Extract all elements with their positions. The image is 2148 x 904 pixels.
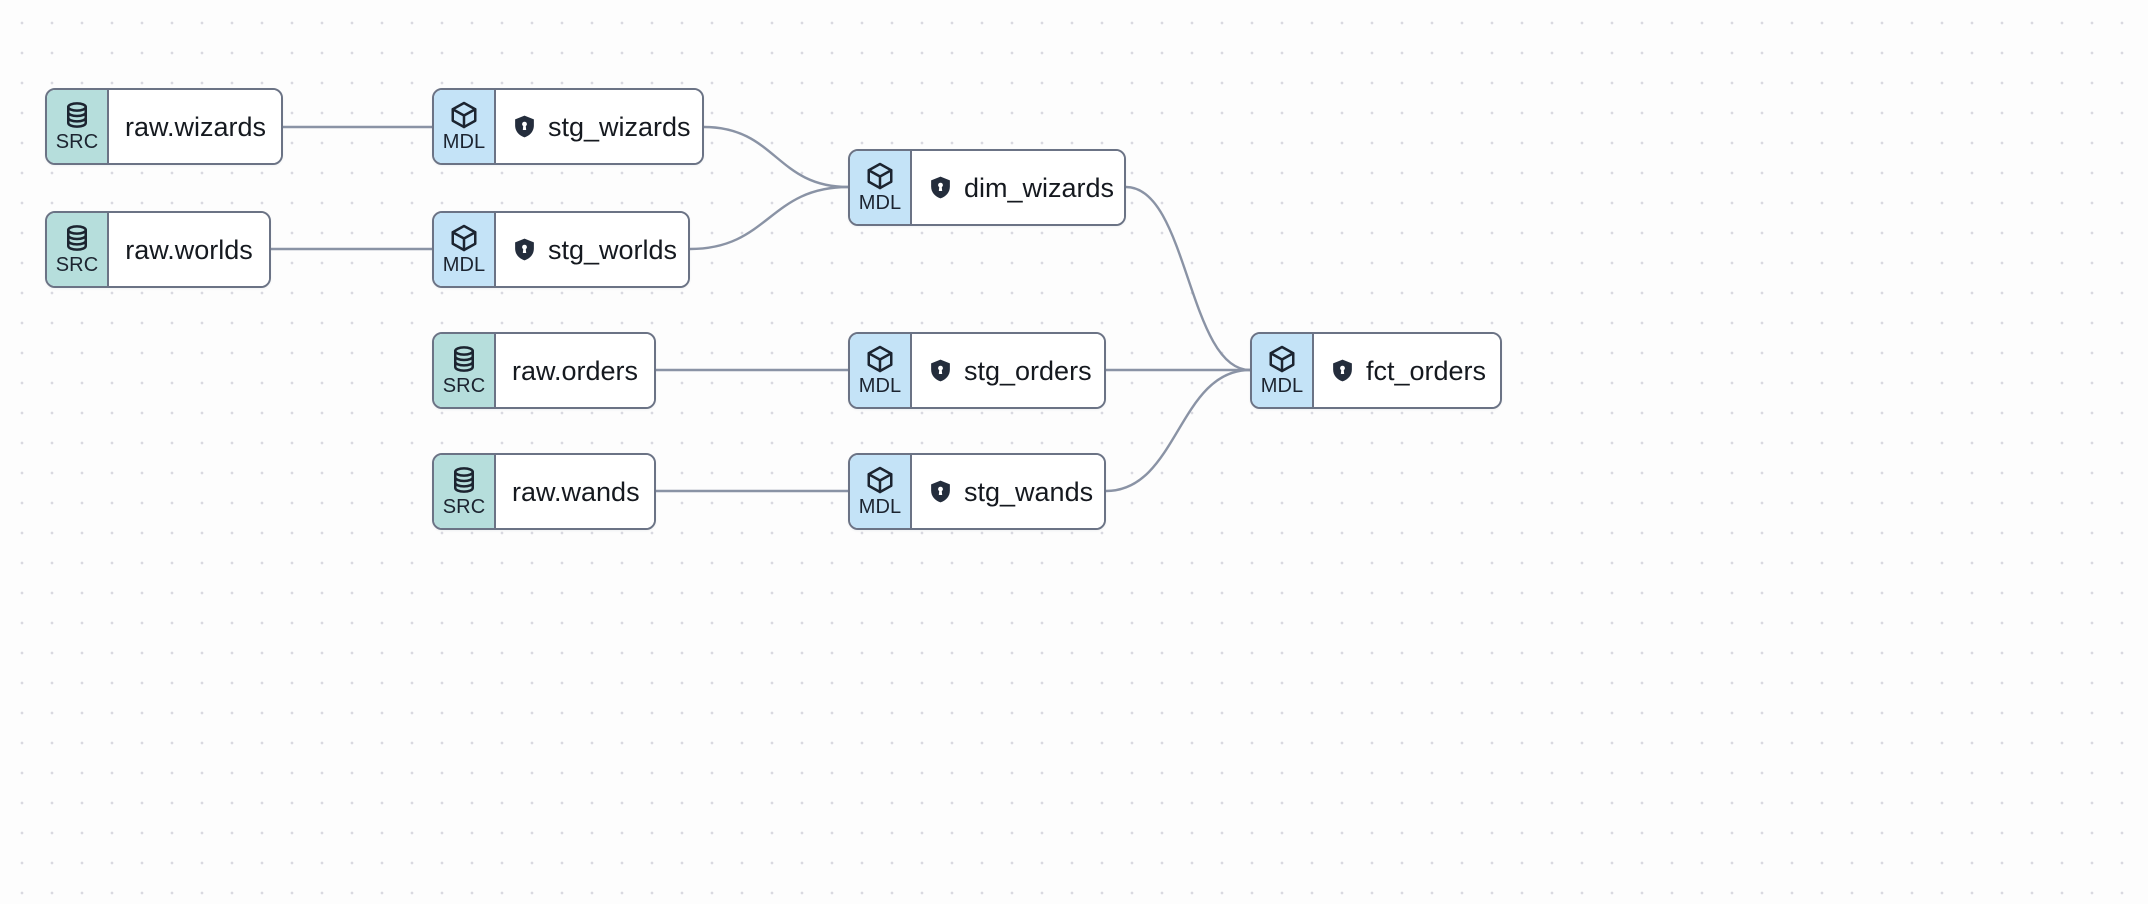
node-type-badge: SRC: [434, 334, 496, 407]
lineage-node-stg_worlds[interactable]: MDL stg_worlds: [432, 211, 690, 288]
node-body: raw.wands: [496, 455, 654, 528]
lineage-node-dim_wizards[interactable]: MDL dim_wizards: [848, 149, 1126, 226]
node-label: raw.wizards: [125, 111, 267, 142]
node-type-badge: SRC: [47, 90, 109, 163]
node-type-badge: SRC: [47, 213, 109, 286]
node-body: stg_orders: [912, 334, 1104, 407]
node-label: raw.wands: [512, 476, 640, 507]
database-icon: [62, 100, 92, 130]
node-body: stg_wands: [912, 455, 1104, 528]
cube-icon: [449, 223, 479, 253]
node-label: raw.worlds: [125, 234, 253, 265]
node-type-badge: MDL: [850, 334, 912, 407]
node-label: stg_worlds: [548, 234, 678, 265]
lineage-edge-dim_wizards-to-fct_orders[interactable]: [1124, 185, 1252, 372]
node-label: fct_orders: [1366, 355, 1487, 386]
node-body: dim_wizards: [912, 151, 1124, 224]
lineage-node-raw_wands[interactable]: SRC raw.wands: [432, 453, 656, 530]
node-body: stg_worlds: [496, 213, 688, 286]
node-label: stg_wands: [964, 476, 1094, 507]
node-label: stg_orders: [964, 355, 1092, 386]
node-type-label: MDL: [442, 131, 486, 153]
node-type-label: MDL: [858, 496, 902, 518]
node-type-badge: MDL: [434, 90, 496, 163]
cube-icon: [449, 100, 479, 130]
node-label: stg_wizards: [548, 111, 691, 142]
node-type-badge: MDL: [1252, 334, 1314, 407]
lock-shield-icon: [1330, 358, 1355, 383]
lineage-edge-stg_worlds-to-dim_wizards[interactable]: [688, 185, 850, 251]
lineage-edge-stg_wizards-to-dim_wizards[interactable]: [702, 125, 850, 189]
node-type-badge: SRC: [434, 455, 496, 528]
node-label: dim_wizards: [964, 172, 1115, 203]
lock-shield-icon: [928, 175, 953, 200]
lineage-node-stg_wizards[interactable]: MDL stg_wizards: [432, 88, 704, 165]
lock-shield-icon: [512, 237, 537, 262]
lineage-node-raw_worlds[interactable]: SRC raw.worlds: [45, 211, 271, 288]
node-body: raw.wizards: [109, 90, 281, 163]
node-type-label: MDL: [1260, 375, 1304, 397]
node-type-label: SRC: [55, 254, 99, 276]
database-icon: [449, 465, 479, 495]
node-type-label: MDL: [858, 375, 902, 397]
node-body: fct_orders: [1314, 334, 1500, 407]
node-type-badge: MDL: [850, 455, 912, 528]
node-type-label: SRC: [442, 375, 486, 397]
lock-shield-icon: [928, 479, 953, 504]
lock-shield-icon: [512, 114, 537, 139]
node-body: raw.worlds: [109, 213, 269, 286]
cube-icon: [865, 344, 895, 374]
node-body: raw.orders: [496, 334, 654, 407]
node-type-label: MDL: [442, 254, 486, 276]
node-label: raw.orders: [512, 355, 639, 386]
lineage-node-fct_orders[interactable]: MDL fct_orders: [1250, 332, 1502, 409]
cube-icon: [865, 465, 895, 495]
cube-icon: [1267, 344, 1297, 374]
lineage-node-raw_orders[interactable]: SRC raw.orders: [432, 332, 656, 409]
node-body: stg_wizards: [496, 90, 702, 163]
cube-icon: [865, 161, 895, 191]
lineage-edge-stg_wands-to-fct_orders[interactable]: [1104, 368, 1252, 493]
node-type-label: SRC: [442, 496, 486, 518]
node-type-badge: MDL: [434, 213, 496, 286]
lineage-node-raw_wizards[interactable]: SRC raw.wizards: [45, 88, 283, 165]
database-icon: [62, 223, 92, 253]
node-type-badge: MDL: [850, 151, 912, 224]
node-type-label: SRC: [55, 131, 99, 153]
node-type-label: MDL: [858, 192, 902, 214]
lock-shield-icon: [928, 358, 953, 383]
lineage-node-stg_orders[interactable]: MDL stg_orders: [848, 332, 1106, 409]
database-icon: [449, 344, 479, 374]
lineage-node-stg_wands[interactable]: MDL stg_wands: [848, 453, 1106, 530]
